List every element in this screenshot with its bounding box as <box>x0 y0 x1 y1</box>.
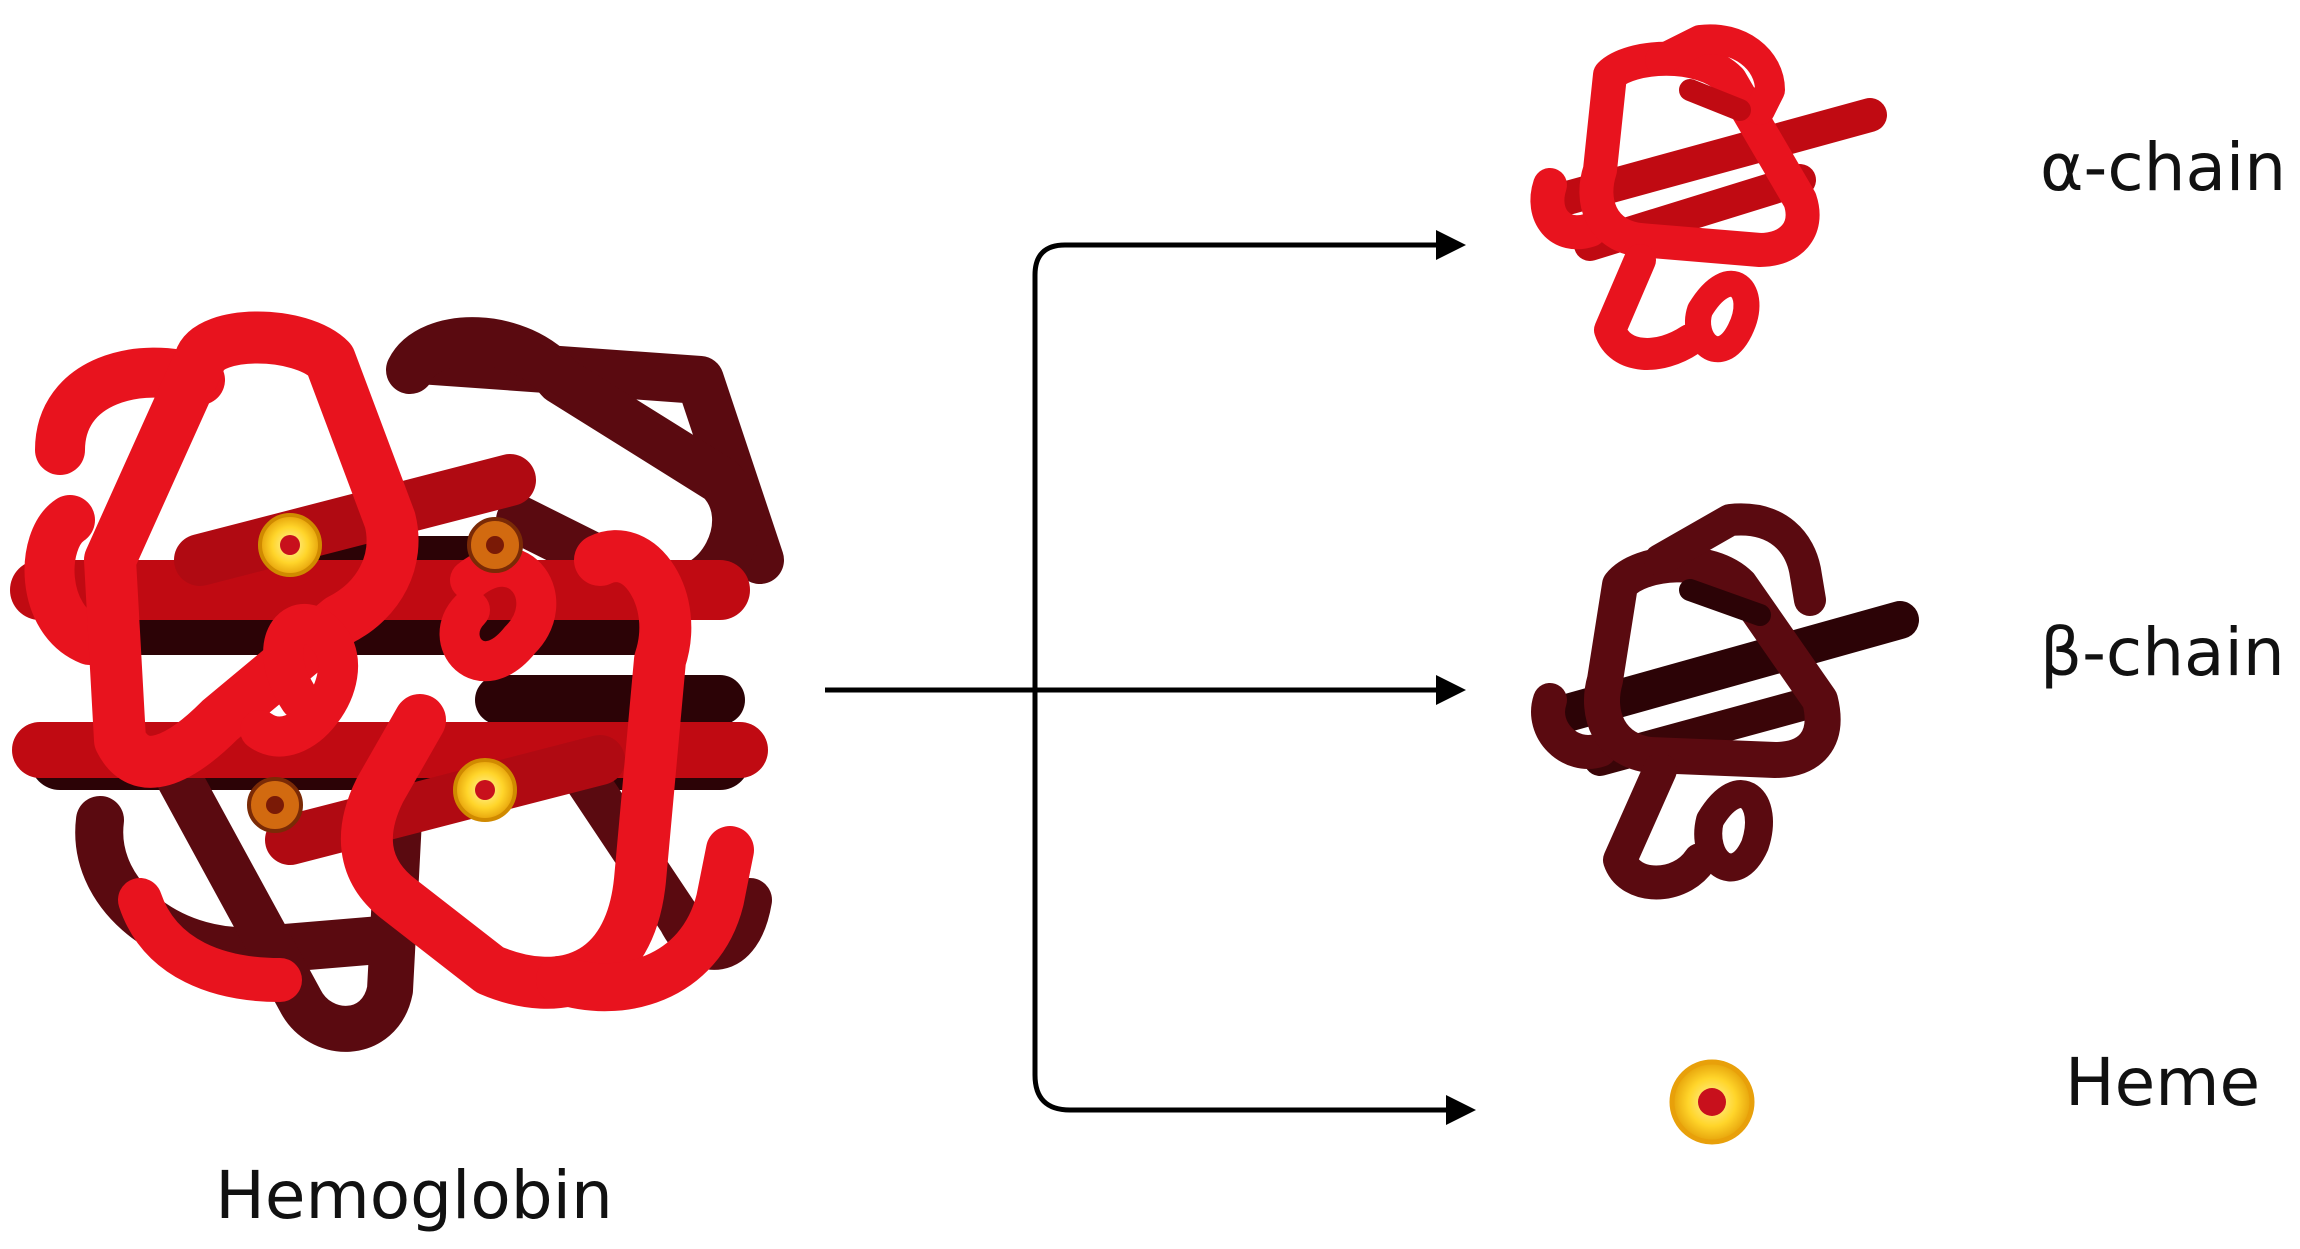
heme-icon <box>1669 1059 1755 1145</box>
alpha-chain-icon <box>1530 24 1887 370</box>
beta-chain-label: β-chain <box>2040 614 2285 691</box>
alpha-chain-label: α-chain <box>2040 129 2286 206</box>
hemoglobin-icon <box>10 311 784 1052</box>
hemoglobin-heme-discs <box>247 513 523 833</box>
hemoglobin-label: Hemoglobin <box>215 1157 613 1234</box>
decomposition-arrows <box>825 230 1476 1125</box>
heme-label: Heme <box>2065 1044 2260 1121</box>
arrow-to-heme <box>1032 690 1476 1125</box>
beta-chain-icon <box>1531 503 1919 900</box>
arrow-to-alpha <box>1032 230 1466 690</box>
